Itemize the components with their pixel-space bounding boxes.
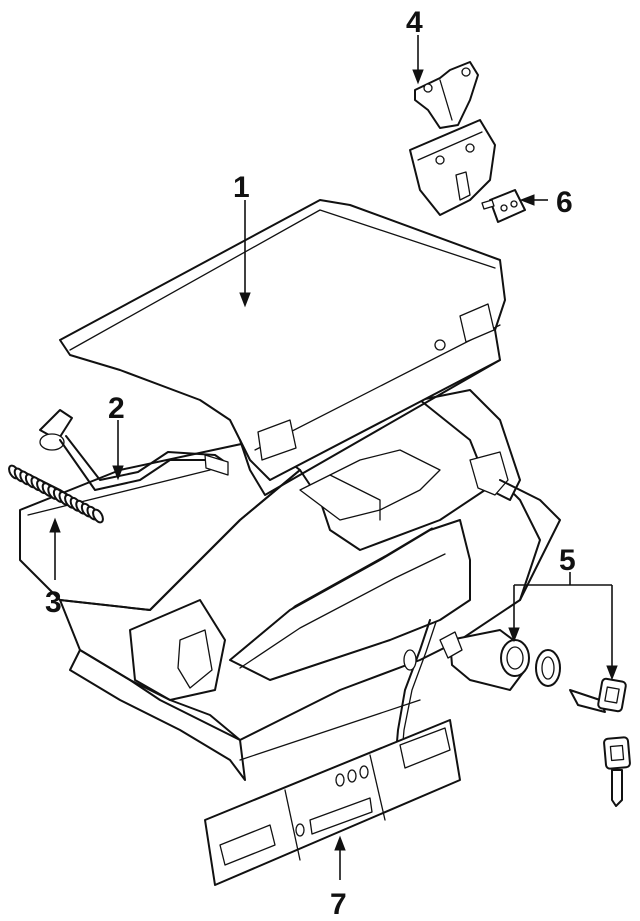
callout-6: 6 — [556, 186, 573, 219]
callout-leaders — [49, 35, 618, 880]
rear-trim-panel — [204, 719, 461, 886]
torsion-spring — [8, 464, 104, 524]
callout-labels: 1 2 3 4 5 6 7 — [45, 6, 576, 921]
callout-3: 3 — [45, 586, 62, 619]
callout-1: 1 — [233, 171, 250, 204]
trunk-striker — [481, 189, 526, 223]
trunk-hinge — [39, 409, 229, 491]
callout-2: 2 — [108, 392, 125, 425]
trunk-latch — [414, 61, 479, 129]
callout-4: 4 — [406, 6, 423, 39]
trunk-lid — [59, 199, 506, 496]
callout-7: 7 — [330, 888, 347, 921]
latch-striker-plate — [409, 119, 496, 216]
door-keys — [569, 677, 631, 807]
spring-coil — [92, 508, 104, 524]
callout-5: 5 — [559, 544, 576, 577]
lock-cylinder-assembly — [391, 619, 561, 801]
